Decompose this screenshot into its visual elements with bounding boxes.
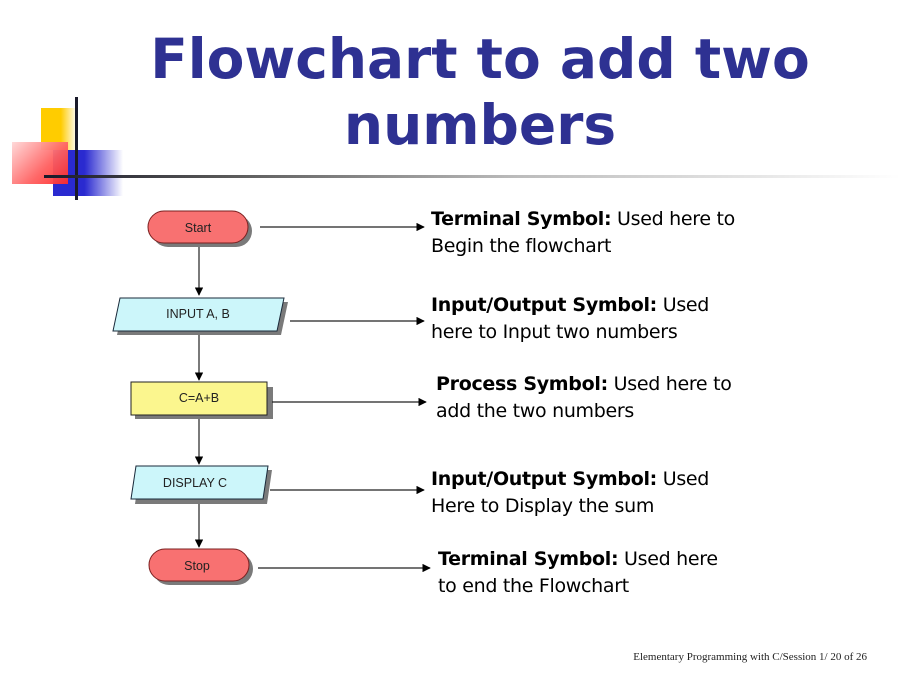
display-io-node: DISPLAY C [130,465,272,504]
title-line-1: Flowchart to add two [150,27,810,91]
start-terminal-node: Start [147,210,252,247]
description-display: Input/Output Symbol: Used Here to Displa… [431,468,710,517]
slide-title: Flowchart to add two numbers [120,26,840,158]
description-term: Terminal Symbol: [438,548,619,570]
description-term: Input/Output Symbol: [431,468,657,490]
input-label: INPUT A, B [166,307,230,321]
description-start: Terminal Symbol: Used here to Begin the … [431,208,735,257]
description-term: Input/Output Symbol: [431,294,657,316]
title-underline [44,175,900,178]
stop-terminal-node: Stop [148,548,253,585]
description-term: Process Symbol: [436,373,608,395]
stop-label: Stop [184,559,210,573]
process-label: C=A+B [179,391,219,405]
input-io-node: INPUT A, B [112,297,288,335]
description-stop: Terminal Symbol: Used here to end the Fl… [438,548,718,597]
description-term: Terminal Symbol: [431,208,612,230]
decorative-vertical-line [75,97,78,200]
description-process: Process Symbol: Used here to add the two… [436,373,732,422]
start-label: Start [185,221,212,235]
process-node: C=A+B [130,381,273,419]
description-input: Input/Output Symbol: Used here to Input … [431,294,710,343]
display-label: DISPLAY C [163,476,227,490]
title-line-2: numbers [343,93,617,157]
slide-footer: Elementary Programming with C/Session 1/… [633,651,867,663]
